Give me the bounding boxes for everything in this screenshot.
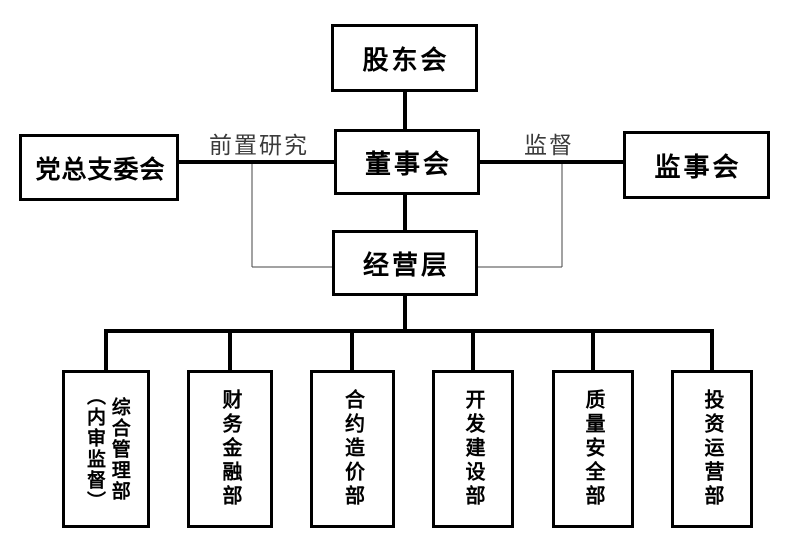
node-dept-development-construction: 开发建设部 bbox=[432, 370, 514, 528]
dept-subtitle: （内审监督） bbox=[84, 386, 105, 512]
dept-label-vertical: 财务金融部 bbox=[217, 389, 243, 509]
dept-label-vertical: 开发建设部 bbox=[460, 389, 486, 509]
edge-label-pre-research: 前置研究 bbox=[209, 133, 309, 158]
node-supervisory-board: 监事会 bbox=[623, 131, 770, 199]
node-supervisory-board-label: 监事会 bbox=[654, 151, 742, 182]
node-dept-investment-operations: 投资运营部 bbox=[671, 370, 753, 528]
dept-name: 投资运营部 bbox=[701, 389, 723, 509]
node-board-of-directors: 董事会 bbox=[334, 129, 480, 195]
node-dept-finance: 财务金融部 bbox=[187, 370, 273, 528]
node-board-of-directors-label: 董事会 bbox=[364, 148, 452, 179]
dept-label-vertical: 合约造价部 bbox=[340, 389, 366, 509]
dept-label-vertical: 综合管理部 （内审监督） bbox=[81, 386, 130, 512]
dept-name: 开发建设部 bbox=[462, 389, 484, 509]
dept-name: 质量安全部 bbox=[582, 389, 604, 509]
dept-name: 财务金融部 bbox=[219, 389, 241, 509]
node-shareholders: 股东会 bbox=[331, 24, 478, 92]
edge-label-supervision: 监督 bbox=[524, 133, 574, 158]
dept-name: 综合管理部 bbox=[108, 396, 130, 502]
node-party-committee-label: 党总支委会 bbox=[35, 155, 166, 184]
dept-name: 合约造价部 bbox=[341, 389, 364, 509]
node-management-level: 经营层 bbox=[332, 230, 478, 296]
node-party-committee: 党总支委会 bbox=[19, 134, 179, 201]
dept-label-vertical: 质量安全部 bbox=[580, 389, 606, 509]
node-dept-quality-safety: 质量安全部 bbox=[552, 370, 634, 528]
node-management-level-label: 经营层 bbox=[362, 249, 450, 280]
node-shareholders-label: 股东会 bbox=[362, 44, 450, 75]
node-dept-general-management: 综合管理部 （内审监督） bbox=[62, 370, 150, 528]
dept-label-vertical: 投资运营部 bbox=[699, 389, 725, 509]
node-dept-contract-cost: 合约造价部 bbox=[310, 370, 395, 528]
